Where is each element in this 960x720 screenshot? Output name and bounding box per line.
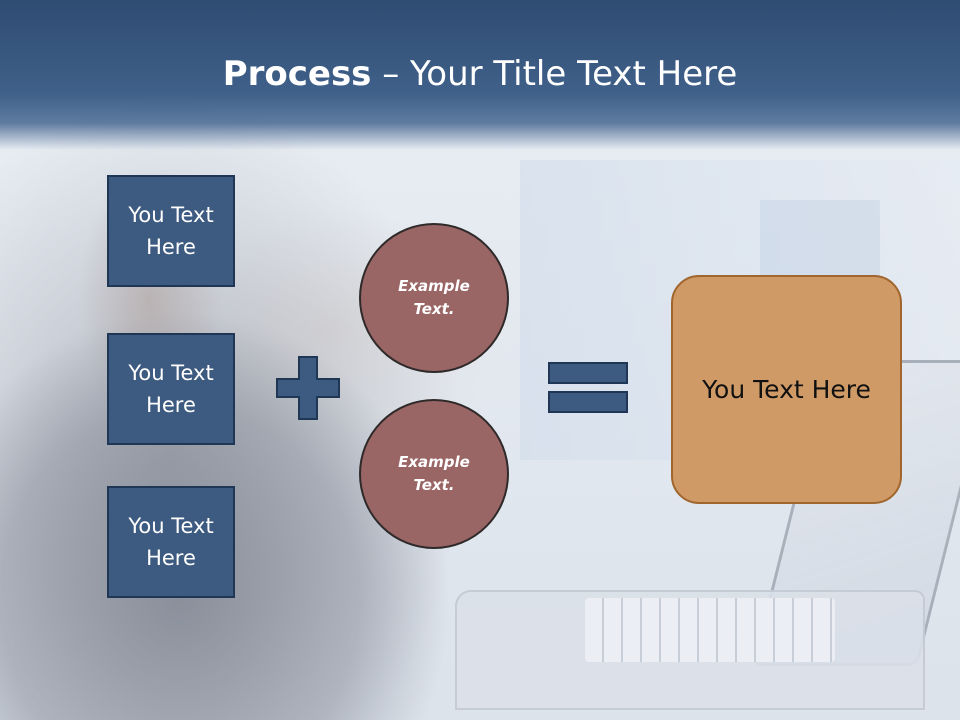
background-laptop-keyboard: [585, 598, 835, 662]
text-box-3: You Text Here: [107, 486, 235, 598]
equals-icon-top-bar: [548, 362, 628, 384]
title-rest: – Your Title Text Here: [371, 54, 738, 94]
example-circle-1: Example Text.: [359, 223, 509, 373]
text-box-label: You Text Here: [128, 361, 214, 417]
text-box-1: You Text Here: [107, 175, 235, 287]
slide-title: Process – Your Title Text Here: [0, 52, 960, 96]
text-box-label: You Text Here: [128, 514, 214, 570]
text-box-2: You Text Here: [107, 333, 235, 445]
example-circle-2: Example Text.: [359, 399, 509, 549]
circle-label: Example Text.: [398, 453, 470, 494]
title-bold: Process: [222, 54, 372, 94]
circle-label: Example Text.: [398, 277, 470, 318]
result-label: You Text Here: [702, 374, 871, 404]
text-box-label: You Text Here: [128, 203, 214, 259]
header-band: [0, 0, 960, 150]
plus-icon: [276, 356, 340, 420]
equals-icon-bottom-bar: [548, 391, 628, 413]
result-box: You Text Here: [671, 275, 902, 504]
